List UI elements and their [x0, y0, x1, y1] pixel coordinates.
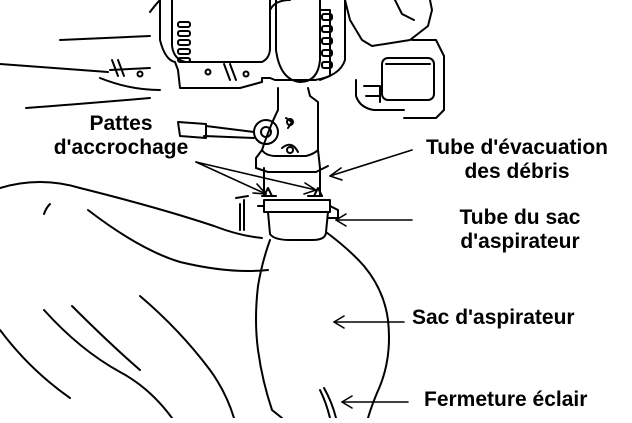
label-hooks-line1: Pattes: [89, 112, 153, 135]
vacuum-bag: [0, 181, 390, 419]
label-hooks: Pattes d'accrochage: [46, 112, 196, 160]
label-hooks-line2: d'accrochage: [53, 136, 189, 159]
bag-tube: [235, 195, 339, 241]
label-vacuum-bag: Sac d'aspirateur: [412, 306, 575, 329]
blower-housing: [136, 0, 346, 89]
label-debris-chute-line2: des débris: [464, 160, 570, 183]
handle-assembly: [319, 0, 445, 119]
label-bag-tube-line2: d'aspirateur: [460, 230, 580, 253]
hooks-arrow-right: [195, 161, 317, 191]
hose-lines: [0, 35, 237, 109]
label-bag-tube: Tube du sac d'aspirateur: [420, 206, 620, 254]
leader-arrows: [195, 149, 413, 409]
chute-arrow: [329, 149, 413, 177]
label-debris-chute-line1: Tube d'évacuation: [426, 136, 608, 159]
label-debris-chute: Tube d'évacuation des débris: [402, 136, 632, 184]
debris-chute: [261, 167, 323, 197]
label-zipper: Fermeture éclair: [424, 388, 588, 411]
vacuum-tube-neck: [177, 87, 329, 173]
hooks-arrow-left: [195, 161, 267, 195]
label-bag-tube-line1: Tube du sac: [459, 206, 581, 229]
